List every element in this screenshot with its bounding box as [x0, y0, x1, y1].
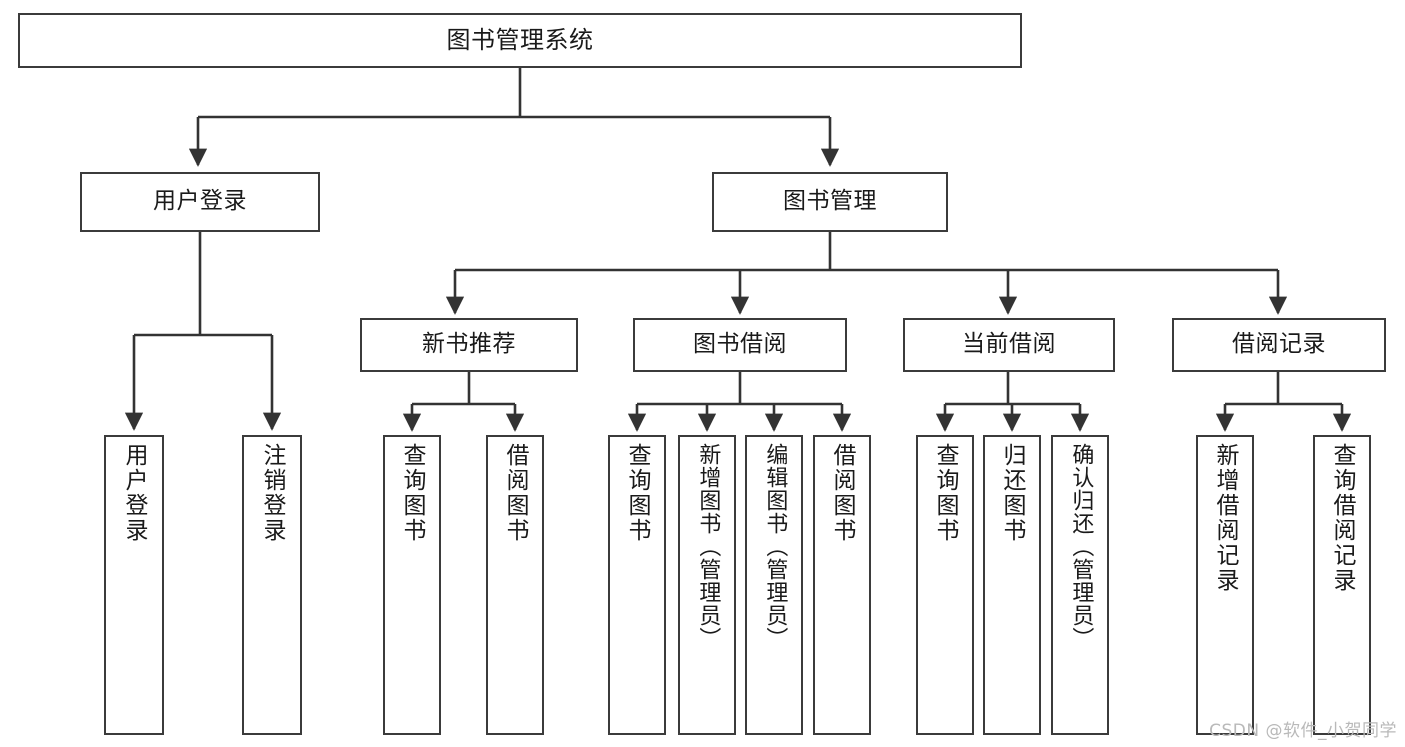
leaf-borrow-query-book[interactable]: 查询图书 — [608, 435, 666, 735]
node-label: 新增借阅记录 — [1212, 443, 1239, 593]
node-label: 用户登录 — [153, 188, 247, 215]
leaf-new-book-query[interactable]: 查询图书 — [383, 435, 441, 735]
leaf-current-query-book[interactable]: 查询图书 — [916, 435, 974, 735]
node-label: 当前借阅 — [962, 331, 1056, 358]
node-current-borrow[interactable]: 当前借阅 — [903, 318, 1115, 372]
node-book-management[interactable]: 图书管理 — [712, 172, 948, 232]
leaf-borrow-add-book-admin[interactable]: 新增图书（管理员） — [678, 435, 736, 735]
leaf-borrow-borrow-book[interactable]: 借阅图书 — [813, 435, 871, 735]
node-label: 查询借阅记录 — [1329, 443, 1356, 593]
node-root-system[interactable]: 图书管理系统 — [18, 13, 1022, 68]
leaf-new-book-borrow[interactable]: 借阅图书 — [486, 435, 544, 735]
leaf-records-add-record[interactable]: 新增借阅记录 — [1196, 435, 1254, 735]
node-user-login[interactable]: 用户登录 — [80, 172, 320, 232]
node-label: 借阅图书 — [502, 443, 529, 543]
leaf-user-login-login[interactable]: 用户登录 — [104, 435, 164, 735]
node-label: 借阅记录 — [1232, 331, 1326, 358]
node-book-borrow[interactable]: 图书借阅 — [633, 318, 847, 372]
csdn-watermark: CSDN @软件_小贺同学 — [1209, 721, 1397, 741]
leaf-records-query-record[interactable]: 查询借阅记录 — [1313, 435, 1371, 735]
node-label: 新书推荐 — [422, 331, 516, 358]
node-label: 编辑图书（管理员） — [762, 443, 788, 650]
leaf-current-confirm-return-admin[interactable]: 确认归还（管理员） — [1051, 435, 1109, 735]
node-borrow-records[interactable]: 借阅记录 — [1172, 318, 1386, 372]
node-label: 用户登录 — [121, 443, 148, 543]
node-label: 新增图书（管理员） — [695, 443, 721, 650]
node-label: 图书借阅 — [693, 331, 787, 358]
node-label: 注销登录 — [259, 443, 286, 543]
node-label: 查询图书 — [932, 443, 959, 543]
node-new-book-recommend[interactable]: 新书推荐 — [360, 318, 578, 372]
node-label: 归还图书 — [999, 443, 1026, 543]
leaf-user-login-logout[interactable]: 注销登录 — [242, 435, 302, 735]
node-label: 查询图书 — [624, 443, 651, 543]
node-label: 图书管理 — [783, 188, 877, 215]
node-label: 图书管理系统 — [446, 26, 594, 55]
node-label: 查询图书 — [399, 443, 426, 543]
node-label: 借阅图书 — [829, 443, 856, 543]
leaf-borrow-edit-book-admin[interactable]: 编辑图书（管理员） — [745, 435, 803, 735]
node-label: 确认归还（管理员） — [1068, 443, 1094, 650]
leaf-current-return-book[interactable]: 归还图书 — [983, 435, 1041, 735]
